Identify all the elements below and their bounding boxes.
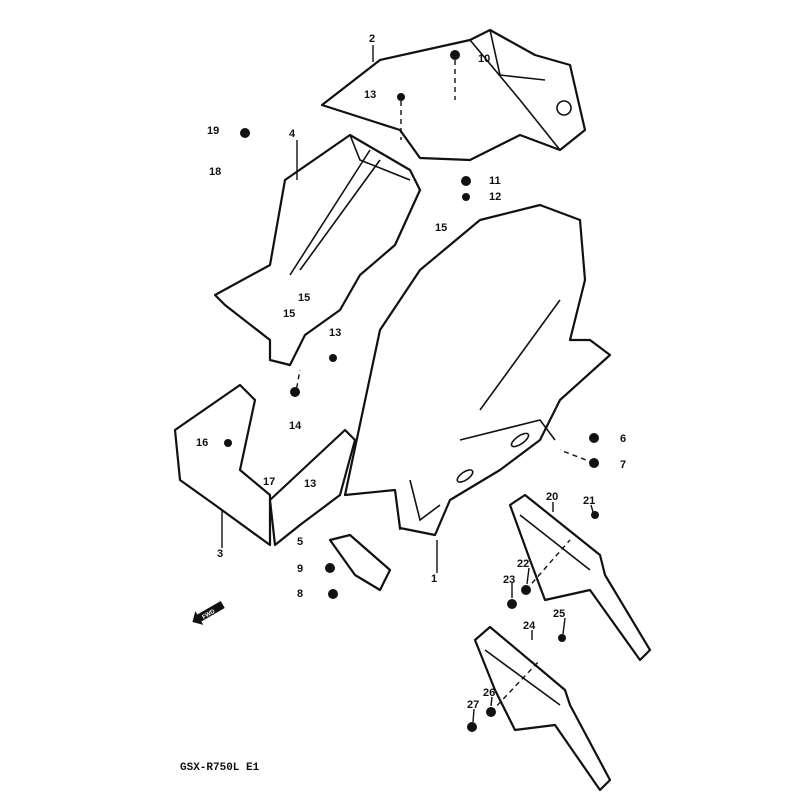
callout-labels: 1 2 3 4 5 6 7 8 9 10 11 12 13 13 13 14 1… <box>196 33 626 711</box>
callout: 14 <box>289 420 302 432</box>
callout: 2 <box>369 33 375 45</box>
callout: 11 <box>489 175 501 187</box>
callout: 13 <box>304 478 316 490</box>
callout: 26 <box>483 687 495 699</box>
leader-lines <box>221 45 594 723</box>
part-2-rear-cover <box>320 28 587 162</box>
callout: 25 <box>553 608 565 620</box>
callout: 12 <box>489 191 501 203</box>
callout: 15 <box>283 308 295 320</box>
model-code: GSX-R750L E1 <box>180 762 260 774</box>
callout: 22 <box>517 558 529 570</box>
callout: 1 <box>431 573 437 585</box>
callout: 23 <box>503 574 515 586</box>
part-3-lower-cover <box>173 383 357 547</box>
callout: 9 <box>297 563 303 575</box>
part-24-bracket <box>473 625 612 792</box>
callout: 5 <box>297 536 303 548</box>
fasteners <box>224 50 599 732</box>
callout: 13 <box>329 327 341 339</box>
callout: 27 <box>467 699 479 711</box>
part-4-inner-fender <box>213 133 422 367</box>
callout: 3 <box>217 548 223 560</box>
callout: 24 <box>523 620 536 632</box>
callout: 8 <box>297 588 303 600</box>
part-20-bracket <box>508 493 652 662</box>
callout: 18 <box>209 166 221 178</box>
callout: 16 <box>196 437 208 449</box>
callout: 17 <box>263 476 275 488</box>
callout: 10 <box>478 53 490 65</box>
callout: 15 <box>298 292 310 304</box>
callout: 6 <box>620 433 626 445</box>
callout: 7 <box>620 459 626 471</box>
callout: 15 <box>435 222 447 234</box>
callout: 19 <box>207 125 219 137</box>
callout: 4 <box>289 128 296 140</box>
fwd-arrow-icon: FWD <box>192 601 225 625</box>
callout: 21 <box>583 495 595 507</box>
part-5-bracket <box>328 533 392 592</box>
callout: 13 <box>364 89 376 101</box>
callout: 20 <box>546 491 558 503</box>
part-1-rear-fender <box>343 203 612 537</box>
